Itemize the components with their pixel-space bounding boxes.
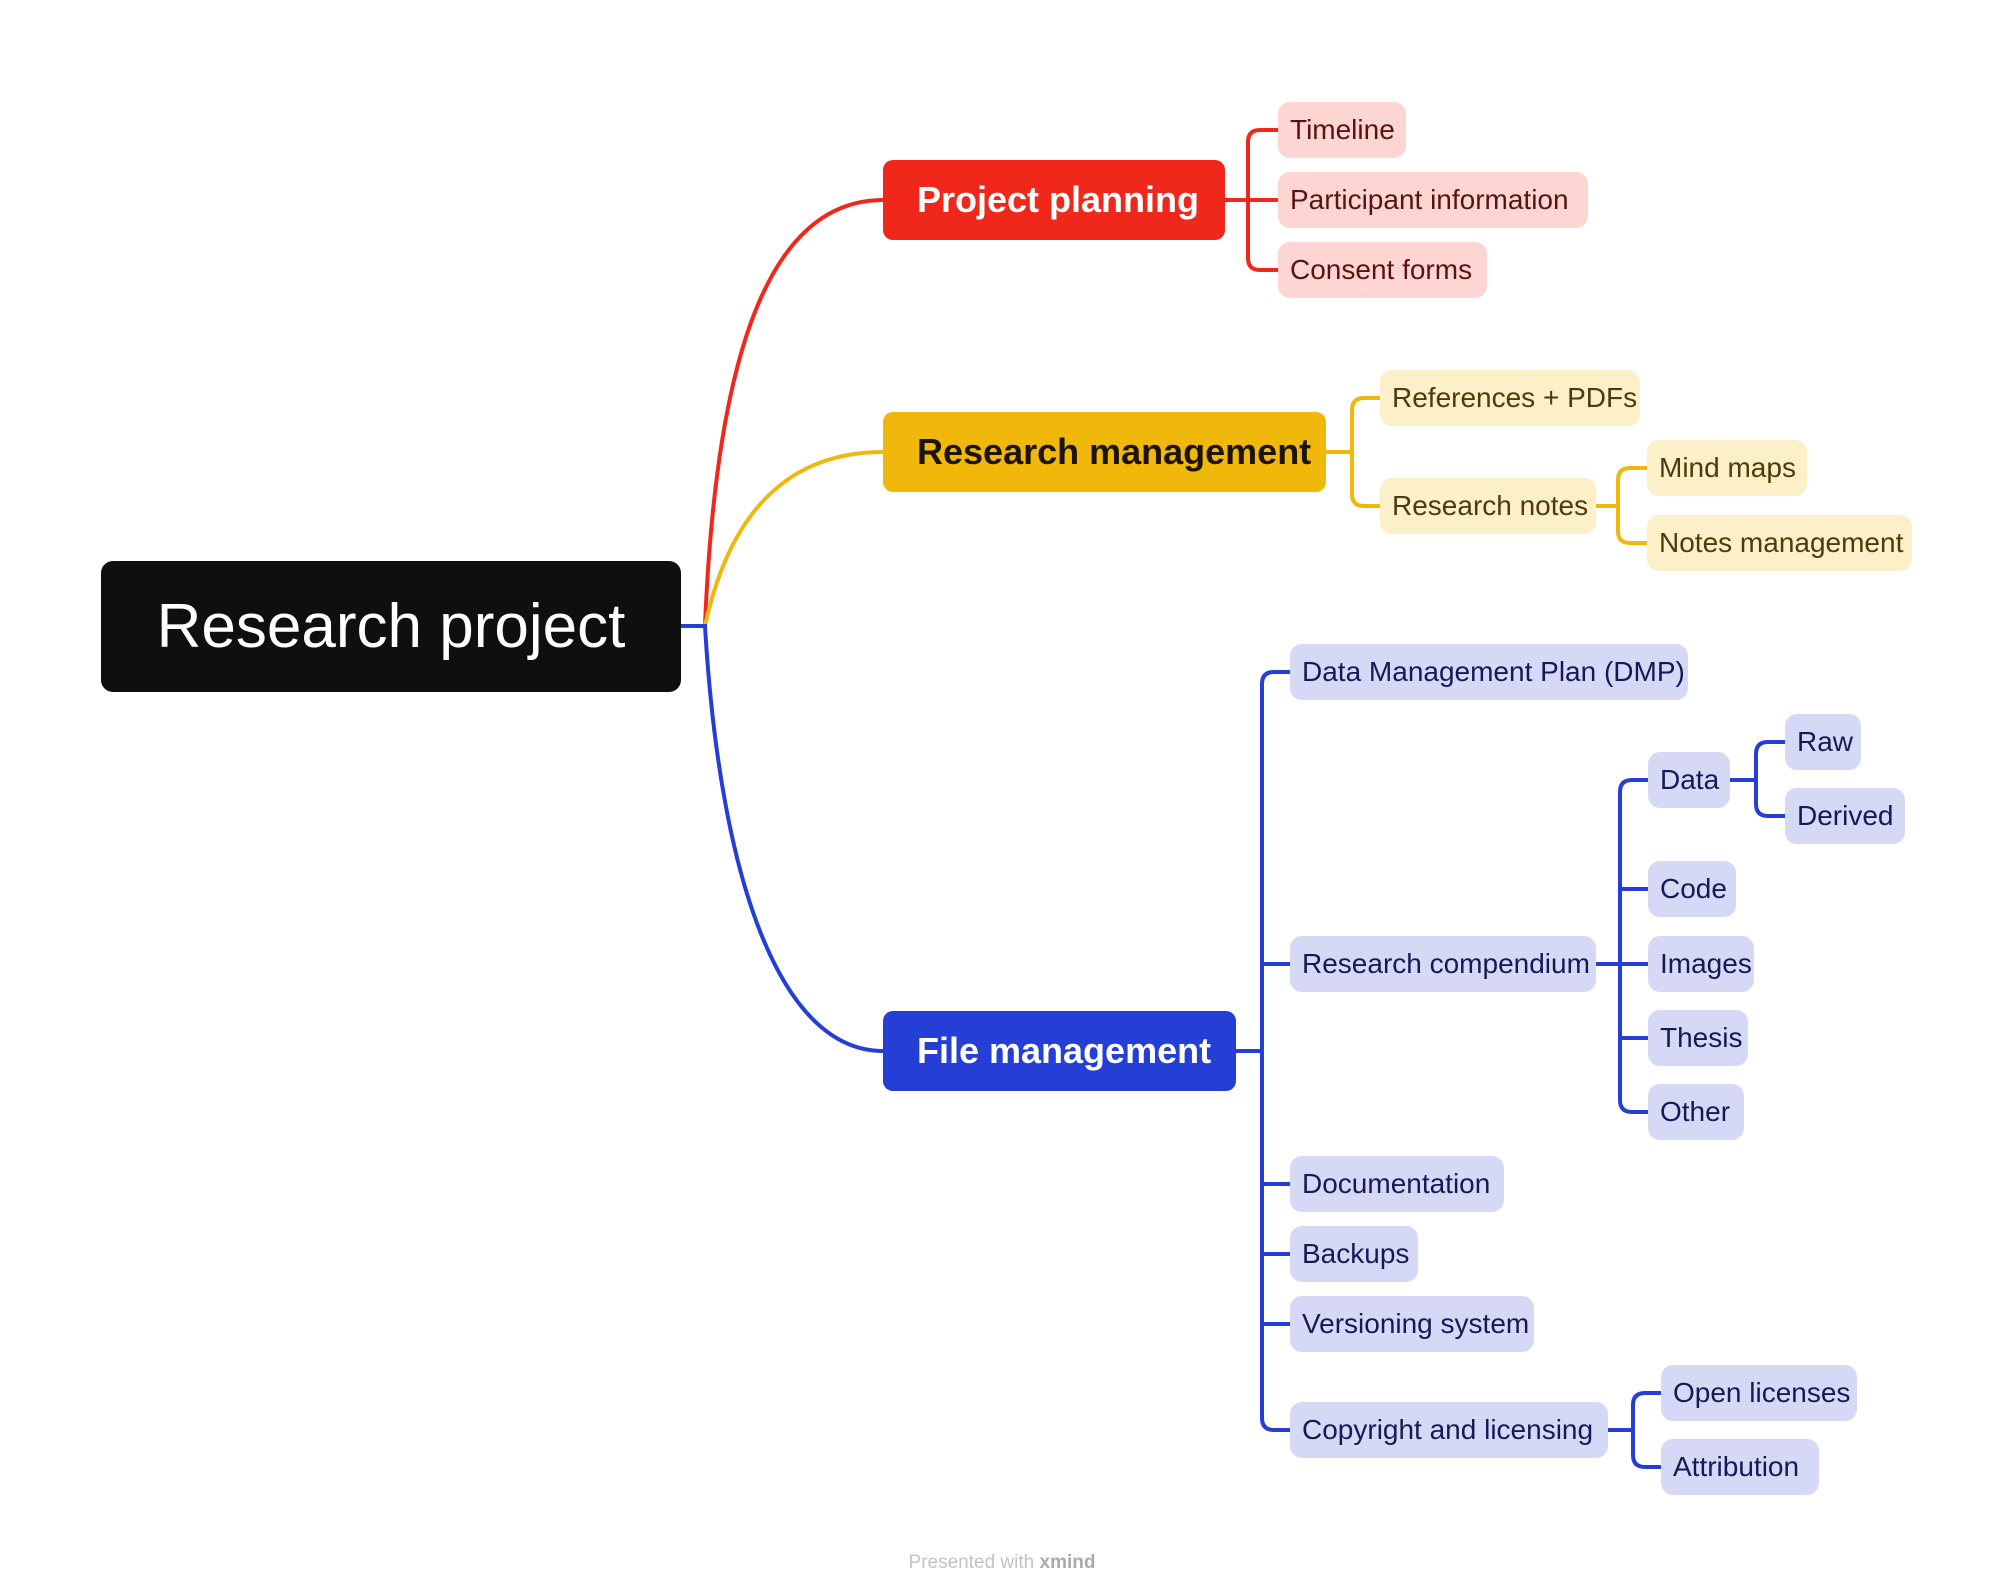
- topic-other[interactable]: Other: [1648, 1084, 1744, 1140]
- topic-raw[interactable]: Raw: [1785, 714, 1861, 770]
- topic-label: Images: [1660, 948, 1752, 979]
- footer-credit: Presented with xmind: [0, 1552, 2004, 1574]
- topic-backups[interactable]: Backups: [1290, 1226, 1418, 1282]
- branch-label: Research management: [917, 431, 1312, 472]
- branch-label: File management: [917, 1030, 1212, 1071]
- topic-dmp[interactable]: Data Management Plan (DMP): [1290, 644, 1688, 700]
- topic-derived[interactable]: Derived: [1785, 788, 1905, 844]
- topic-versioning-system[interactable]: Versioning system: [1290, 1296, 1534, 1352]
- bracket-research-management: [1324, 396, 1649, 545]
- topic-code[interactable]: Code: [1648, 861, 1736, 917]
- topic-timeline[interactable]: Timeline: [1278, 102, 1406, 158]
- topic-label: Open licenses: [1673, 1377, 1851, 1408]
- topic-notes-management[interactable]: Notes management: [1647, 515, 1912, 571]
- topic-label: Data Management Plan (DMP): [1302, 656, 1685, 687]
- topic-research-compendium[interactable]: Research compendium: [1290, 936, 1596, 992]
- topic-open-licenses[interactable]: Open licenses: [1661, 1365, 1857, 1421]
- topic-label: Notes management: [1659, 527, 1904, 558]
- topic-participant-information[interactable]: Participant information: [1278, 172, 1588, 228]
- topic-label: Backups: [1302, 1238, 1410, 1269]
- bracket-project-planning: [1223, 128, 1280, 272]
- topic-label: Research compendium: [1302, 948, 1590, 979]
- topic-mind-maps[interactable]: Mind maps: [1647, 440, 1807, 496]
- topic-label: Copyright and licensing: [1302, 1414, 1594, 1445]
- topic-label: References + PDFs: [1392, 382, 1638, 413]
- topic-label: Attribution: [1673, 1451, 1800, 1482]
- topic-label: Derived: [1797, 800, 1894, 831]
- topic-label: Data: [1660, 764, 1720, 795]
- topic-research-notes[interactable]: Research notes: [1380, 478, 1596, 534]
- branch-project-planning[interactable]: Project planning: [883, 160, 1225, 240]
- topic-documentation[interactable]: Documentation: [1290, 1156, 1504, 1212]
- topic-label: Other: [1660, 1096, 1731, 1127]
- root-topic-label: Research project: [156, 592, 626, 661]
- footer-brand: xmind: [1039, 1552, 1096, 1573]
- topic-thesis[interactable]: Thesis: [1648, 1010, 1748, 1066]
- topic-label: Consent forms: [1290, 254, 1473, 285]
- topic-label: Mind maps: [1659, 452, 1796, 483]
- topic-label: Versioning system: [1302, 1308, 1530, 1339]
- branch-label: Project planning: [917, 179, 1200, 220]
- topic-label: Raw: [1797, 726, 1854, 757]
- topic-label: Participant information: [1290, 184, 1569, 215]
- topic-label: Documentation: [1302, 1168, 1491, 1199]
- link-root-project-planning: [679, 198, 885, 628]
- topic-label: Research notes: [1392, 490, 1589, 521]
- topic-references-pdfs[interactable]: References + PDFs: [1380, 370, 1640, 426]
- topic-attribution[interactable]: Attribution: [1661, 1439, 1819, 1495]
- topic-label: Timeline: [1290, 114, 1395, 145]
- topic-label: Thesis: [1660, 1022, 1743, 1053]
- branch-file-management[interactable]: File management: [883, 1011, 1236, 1091]
- link-root-research-management: [703, 450, 885, 628]
- link-root-file-management: [679, 624, 885, 1053]
- branch-research-management[interactable]: Research management: [883, 412, 1326, 492]
- bracket-file-management: [1234, 670, 1787, 1469]
- topic-data[interactable]: Data: [1648, 752, 1730, 808]
- topic-images[interactable]: Images: [1648, 936, 1754, 992]
- topic-label: Code: [1660, 873, 1727, 904]
- topic-consent-forms[interactable]: Consent forms: [1278, 242, 1487, 298]
- footer-prefix: Presented with: [908, 1552, 1035, 1573]
- topic-copyright-licensing[interactable]: Copyright and licensing: [1290, 1402, 1608, 1458]
- root-topic[interactable]: Research project: [101, 561, 681, 692]
